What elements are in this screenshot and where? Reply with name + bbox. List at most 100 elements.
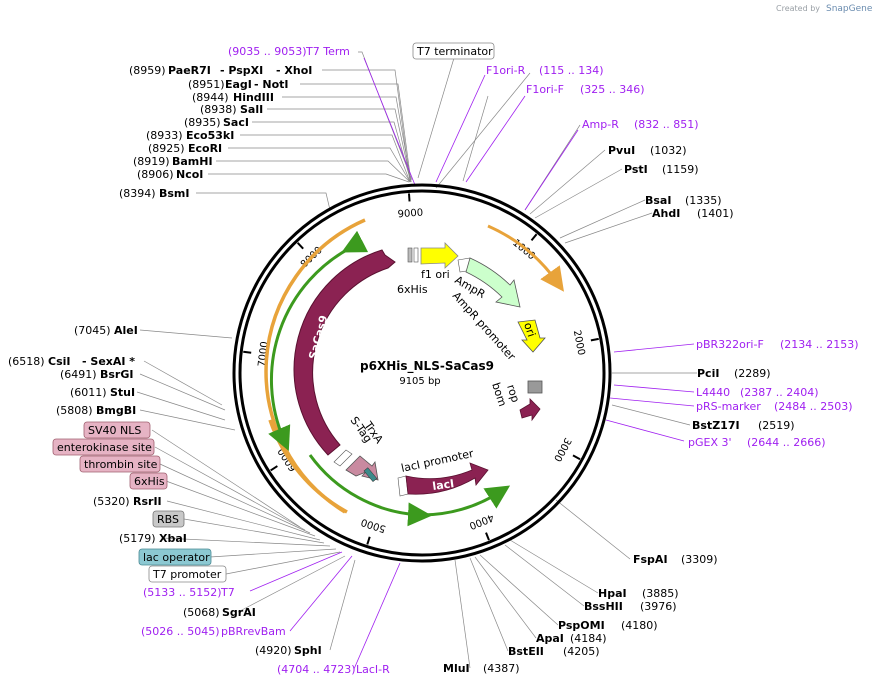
primer-range: (5133 .. 5152)	[143, 586, 222, 599]
site-sphi[interactable]: (4920) SphI	[255, 644, 322, 657]
site-saci[interactable]: (8935) SacI	[184, 116, 249, 129]
f1-ori-label: f1 ori	[421, 268, 450, 281]
site-name: BsaI	[645, 194, 671, 207]
site-bsrgi[interactable]: (6491) BsrGI	[60, 368, 133, 381]
site-name: MluI	[443, 662, 470, 675]
s-tag-feature[interactable]	[333, 449, 353, 467]
site-name: EcoRI	[188, 142, 222, 155]
site-pos: (8951)	[188, 78, 225, 91]
site-sali[interactable]: (8938) SalI	[200, 103, 263, 116]
site-bsmi[interactable]: (8394) BsmI	[119, 187, 190, 200]
site-eco53ki[interactable]: (8933) Eco53kI	[146, 129, 234, 142]
site-name: HpaI	[598, 587, 627, 600]
site-stui[interactable]: (6011) StuI	[70, 386, 135, 399]
site-xbai[interactable]: (5179) XbaI	[119, 532, 187, 545]
ruler-tick-label: 2000	[571, 329, 587, 356]
feature-box-lac-operator[interactable]: lac operator	[138, 548, 212, 566]
primer-l4440[interactable]: L4440 (2387 .. 2404)	[696, 386, 819, 399]
primer-name: pBR322ori-F	[696, 338, 764, 351]
site-pos: (2519)	[758, 419, 795, 432]
site-mlui[interactable]: MluI (4387)	[443, 662, 520, 675]
feature-box-rbs[interactable]: RBS	[152, 510, 185, 528]
site-pos: (4920)	[255, 644, 292, 657]
primer-name: F1ori-R	[486, 64, 526, 77]
site-pcii[interactable]: PciI (2289)	[697, 367, 771, 380]
snapgene-logo: SnapGene	[826, 4, 873, 14]
site-pos: (5179)	[119, 532, 156, 545]
site-name: SalI	[240, 103, 263, 116]
site-name: AhdI	[652, 207, 680, 220]
site-ncoi[interactable]: (8906) NcoI	[137, 168, 203, 181]
site-eagi[interactable]: (8951) EagI - NotI	[188, 78, 289, 91]
site-fspai[interactable]: FspAI (3309)	[633, 553, 718, 566]
site-apai[interactable]: ApaI (4184)	[536, 632, 607, 645]
site-pspomi[interactable]: PspOMI (4180)	[558, 619, 658, 632]
site-hpai[interactable]: HpaI (3885)	[598, 587, 679, 600]
primer-pgex3[interactable]: pGEX 3' (2644 .. 2666)	[688, 436, 826, 449]
primer-range: (9035 .. 9053)	[228, 45, 307, 58]
site-ecori[interactable]: (8925) EcoRI	[148, 142, 222, 155]
primer-laci-r[interactable]: (4704 .. 4723) LacI-R	[277, 663, 390, 676]
feature-box-label: thrombin site	[84, 458, 158, 471]
site-pos: (1401)	[697, 207, 734, 220]
credit-text: Created by	[776, 4, 820, 13]
site-bstz17i[interactable]: BstZ17I (2519)	[692, 419, 795, 432]
primer-prs-marker[interactable]: pRS-marker (2484 .. 2503)	[696, 400, 853, 413]
site-pos: (3885)	[642, 587, 679, 600]
site-name: BstEII	[508, 645, 544, 658]
feature-box-enterokinase-site[interactable]: enterokinase site	[52, 438, 155, 456]
site-csii[interactable]: (6518) CsiI - SexAI *	[8, 355, 135, 368]
primer-f1ori-r[interactable]: F1ori-R (115 .. 134)	[486, 64, 604, 77]
primer-range: (2484 .. 2503)	[774, 400, 853, 413]
site-psti[interactable]: PstI (1159)	[624, 163, 699, 176]
site-bsteii[interactable]: BstEII (4205)	[508, 645, 600, 658]
feature-box-sv40-nls[interactable]: SV40 NLS	[83, 421, 151, 439]
feature-box-6xhis[interactable]: 6xHis	[129, 472, 168, 490]
site-bmgbi[interactable]: (5808) BmgBI	[56, 404, 136, 417]
primer-name: T7	[220, 586, 235, 599]
site-sgrai[interactable]: (5068) SgrAI	[183, 606, 256, 619]
feature-box-label: T7 terminator	[416, 45, 493, 58]
site-pvui[interactable]: PvuI (1032)	[608, 144, 687, 157]
ori-feature[interactable]	[517, 319, 546, 353]
primer-f1ori-f[interactable]: F1ori-F (325 .. 346)	[526, 83, 645, 96]
site-alei[interactable]: (7045) AleI	[74, 324, 138, 337]
primer-pbrrevbam[interactable]: (5026 .. 5045) pBRrevBam	[141, 625, 286, 638]
site-pos: (2289)	[734, 367, 771, 380]
bom-feature[interactable]	[527, 380, 543, 394]
ruler-tick	[485, 532, 490, 541]
primer-name: LacI-R	[356, 663, 390, 676]
ampr-feature[interactable]	[465, 257, 521, 308]
site-pos: (8944)	[192, 91, 229, 104]
site-name-extra: - PspXI	[220, 64, 263, 77]
site-hindiii[interactable]: (8944) HindIII	[192, 91, 274, 104]
leader-lines	[136, 51, 697, 669]
feature-box-thrombin-site[interactable]: thrombin site	[79, 455, 161, 473]
primer-t7[interactable]: (5133 .. 5152) T7	[143, 586, 235, 599]
orf-arc-green-3	[419, 485, 511, 517]
site-bsshii[interactable]: BssHII (3976)	[584, 600, 677, 613]
plasmid-length: 9105 bp	[399, 376, 440, 387]
site-bsai[interactable]: BsaI (1335)	[645, 194, 722, 207]
rop-feature[interactable]	[519, 398, 541, 422]
site-bamhi[interactable]: (8919) BamHI	[133, 155, 213, 168]
primer-pbr322ori-f[interactable]: pBR322ori-F (2134 .. 2153)	[696, 338, 859, 351]
feature-box-t7-terminator[interactable]: T7 terminator	[412, 42, 495, 60]
site-ahdi[interactable]: AhdI (1401)	[652, 207, 734, 220]
site-rsrii[interactable]: (5320) RsrII	[93, 495, 162, 508]
plasmid-name: p6XHis_NLS-SaCas9	[360, 359, 494, 374]
promoter-marker	[413, 247, 419, 263]
sacas9-feature[interactable]	[293, 249, 396, 456]
primer-t7term[interactable]: (9035 .. 9053) T7 Term	[228, 45, 350, 58]
site-pos: (8938)	[200, 103, 237, 116]
primer-amp-r[interactable]: Amp-R (832 .. 851)	[582, 118, 699, 131]
ruler-tick-label: 3000	[551, 436, 573, 464]
site-pos: (7045)	[74, 324, 111, 337]
site-paer7i[interactable]: (8959) PaeR7I - PspXI - XhoI	[129, 64, 312, 77]
site-name: ApaI	[536, 632, 564, 645]
site-name-extra2: - XhoI	[276, 64, 312, 77]
laci-feature[interactable]	[405, 462, 489, 495]
feature-box-t7-promoter[interactable]: T7 promoter	[148, 565, 227, 583]
site-name: FspAI	[633, 553, 668, 566]
f1-ori-feature[interactable]	[420, 242, 459, 269]
